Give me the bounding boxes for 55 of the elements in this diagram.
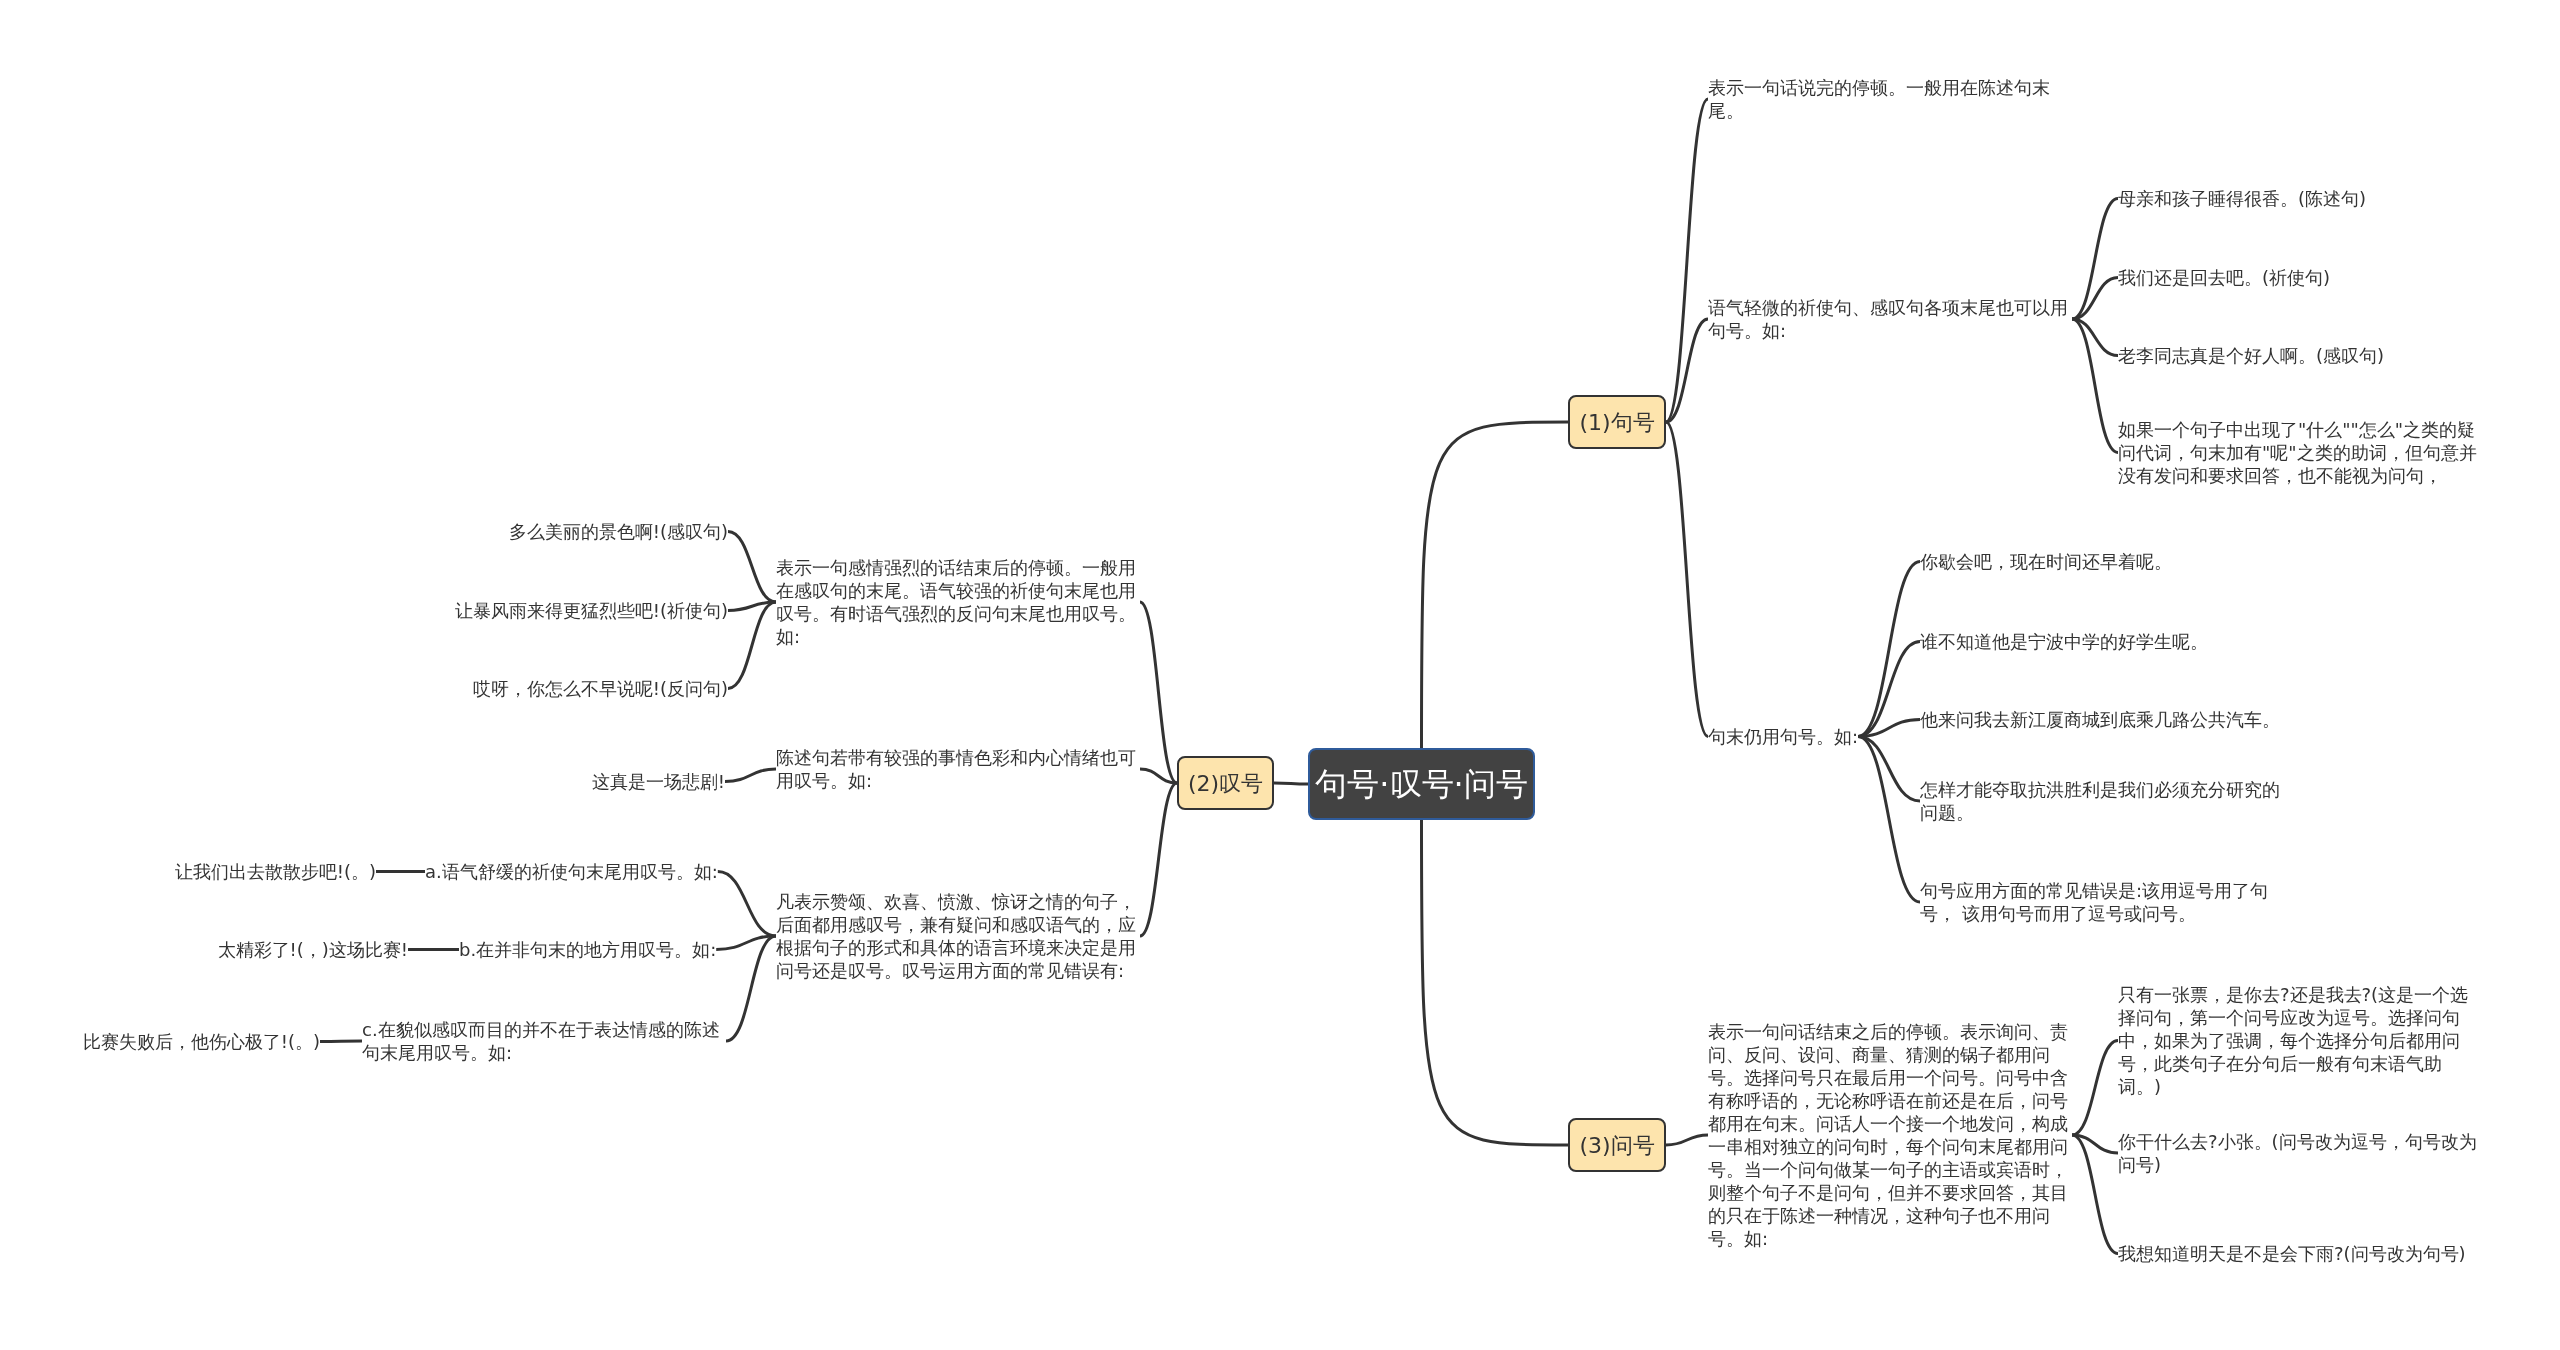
topic-text: 陈述句若带有较强的事情色彩和内心情绪也可用叹号。如: [776, 746, 1140, 792]
connector-line [2071, 1133, 2119, 1255]
topic-text: 让暴风雨来得更猛烈些吧!(祈使句) [454, 599, 728, 622]
connector-line [1665, 317, 1709, 424]
connector-line [727, 530, 777, 604]
topic-text: 他来问我去新江厦商城到底乘几路公共汽车。 [1920, 708, 2280, 731]
connector-line [2071, 317, 2119, 454]
topic-text: 你干什么去?小张。(问号改为逗号，句号改为问号) [2118, 1130, 2482, 1176]
topic-text: 让我们出去散散步吧!(。) [174, 860, 376, 883]
central-topic-box: 句号·叹号·问号 [1308, 748, 1535, 820]
topic-text: 表示一句感情强烈的话结束后的停顿。一般用在感叹句的末尾。语气较强的祈使句末尾也用叹号。有时语气强烈的反问句末尾也用叹号。如: [776, 556, 1140, 648]
connector-line [727, 600, 777, 690]
connector-line [2071, 1039, 2119, 1137]
connector-line [376, 870, 425, 873]
topic-text: 表示一句问话结束之后的停顿。表示询问、责问、反问、设问、商量、猜测的锅子都用问号。选择问号只在最后用一个问号。问号中含有称呼语的，无论称呼语在前还是在后，问号都用在句末。问话人一个接一个地发问，构成一串相对独立的问句时，每个问句末尾都用问号。当一个问句做某一句子的主语或宾语时，则整个句子不是问句，但并不要求回答，其目的只在于陈述一种情况，这种句子也不用问号。如: [1708, 1020, 2072, 1250]
topic-text: 如果一个句子中出现了"什么""怎么"之类的疑问代词，句末加有"呢"之类的助词，但句意并没有发问和要求回答，也不能视为问句， [2118, 418, 2482, 487]
topic-text: 句末仍用句号。如: [1708, 725, 1859, 748]
topic-text: 怎样才能夺取抗洪胜利是我们必须充分研究的问题。 [1920, 778, 2284, 824]
topic-text: 老李同志真是个好人啊。(感叹句) [2118, 344, 2385, 367]
topic-text: 我们还是回去吧。(祈使句) [2118, 266, 2331, 289]
topic-text: 你歇会吧，现在时间还早着呢。 [1920, 550, 2172, 573]
topic-text: a.语气舒缓的祈使句末尾用叹号。如: [425, 860, 718, 883]
connector-line [724, 767, 777, 783]
connector-line [408, 948, 459, 951]
topic-box: (2)叹号 [1177, 756, 1274, 810]
topic-text: 太精彩了!(，)这场比赛! [217, 938, 408, 961]
topic-box: (3)问号 [1568, 1118, 1666, 1172]
topic-text: 凡表示赞颂、欢喜、愤激、惊讶之情的句子，后面都用感叹号，兼有疑问和感叹语气的，应根据句子的形式和具体的语言环境来决定是用问号还是叹号。叹号运用方面的常见错误有: [776, 890, 1140, 982]
connector-line [1857, 735, 1921, 904]
topic-text: 这真是一场悲剧! [591, 770, 725, 793]
topic-text: 只有一张票，是你去?还是我去?(这是一个选择问句，第一个问号应改为逗号。选择问句中，如果为了强调，每个选择分句后都用问号，此类句子在分句后一般有句末语气助词。) [2118, 983, 2482, 1098]
topic-text: 比赛失败后，他伤心极了!(。) [82, 1030, 320, 1053]
topic-box: (1)句号 [1568, 395, 1666, 449]
topic-text: 我想知道明天是不是会下雨?(问号改为句号) [2118, 1242, 2466, 1265]
connector-line [1664, 421, 1710, 738]
connector-line [717, 870, 777, 938]
connector-line [1857, 560, 1921, 738]
connector-line [1420, 820, 1568, 1147]
connector-line [1139, 767, 1178, 785]
connector-line [1139, 781, 1178, 938]
connector-line [1420, 420, 1568, 748]
topic-text: c.在貌似感叹而目的并不在于表达情感的陈述句末尾用叹号。如: [362, 1018, 726, 1064]
topic-text: 多么美丽的景色啊!(感叹句) [508, 520, 728, 543]
topic-text: 母亲和孩子睡得很香。(陈述句) [2118, 187, 2367, 210]
topic-text: 语气轻微的祈使句、感叹句各项末尾也可以用句号。如: [1708, 296, 2072, 342]
connector-line [2071, 276, 2119, 321]
connector-line [1665, 1133, 1709, 1147]
topic-text: 谁不知道他是宁波中学的好学生呢。 [1920, 630, 2208, 653]
topic-text: 表示一句话说完的停顿。一般用在陈述句末尾。 [1708, 76, 2072, 122]
topic-text: b.在并非句末的地方用叹号。如: [459, 938, 717, 961]
connector-line [320, 1039, 362, 1043]
topic-text: 哎呀，你怎么不早说呢!(反问句) [472, 677, 728, 700]
topic-text: 句号应用方面的常见错误是:该用逗号用了句号， 该用句号而用了逗号或问号。 [1920, 879, 2284, 925]
connector-line [1274, 781, 1308, 786]
connector-line [725, 934, 777, 1043]
